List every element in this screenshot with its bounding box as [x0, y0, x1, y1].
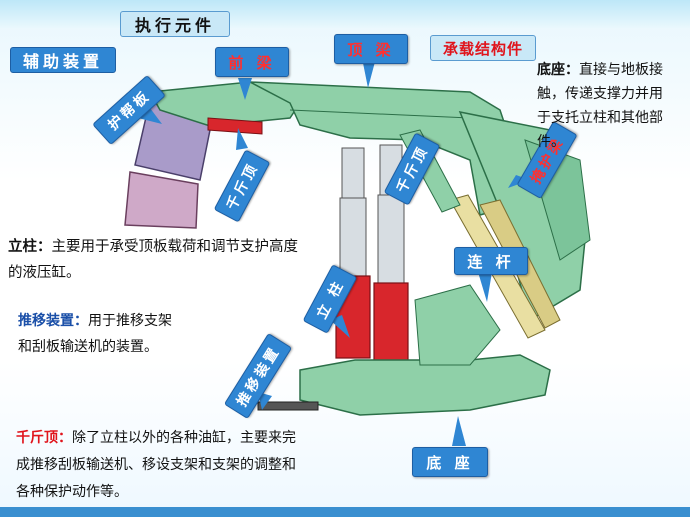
column-left-rod [339, 197, 367, 279]
base [299, 354, 551, 416]
top-beam [249, 81, 521, 216]
top-beam-edge [289, 109, 471, 119]
heading-support: 承载结构件 [430, 35, 536, 61]
desc-jack-title: 千斤顶： [16, 430, 72, 446]
pointer-connecting-rod [478, 272, 492, 302]
desc-column: 立柱：主要用于承受顶板载荷和调节支护高度的液压缸。 [8, 234, 300, 286]
label-front-beam: 前 梁 [215, 47, 289, 77]
desc-base-text: 直接与地板接触，传递支撑力并用于支托立柱和其他部件。 [537, 62, 663, 150]
front-jack [207, 117, 263, 135]
heading-aux: 辅助装置 [10, 47, 116, 73]
heading-exec: 执行元件 [120, 11, 230, 37]
column-left-rod-top [341, 147, 365, 201]
desc-column-text: 主要用于承受顶板载荷和调节支护高度的液压缸。 [8, 239, 298, 281]
label-top-beam: 顶 梁 [334, 34, 408, 64]
pointer-top-beam [362, 58, 376, 88]
column-right-cylinder [373, 282, 409, 362]
desc-push-title: 推移装置： [18, 313, 88, 329]
push-bar [257, 401, 319, 411]
base-bracket [414, 284, 501, 366]
desc-column-title: 立柱： [8, 238, 52, 255]
label-connecting-rod: 连 杆 [454, 247, 528, 275]
pointer-base [452, 416, 466, 446]
desc-push-text: 用于推移支架和刮板输送机的装置。 [18, 313, 172, 355]
pointer-guard-plate [138, 108, 162, 124]
guard-plate-lower [124, 171, 199, 229]
column-right-rod [377, 194, 405, 286]
desc-push-device: 推移装置：用于推移支架和刮板输送机的装置。 [18, 308, 180, 360]
desc-base: 底座：直接与地板接触，传递支撑力并用于支托立柱和其他部件。 [537, 58, 665, 154]
pointer-front-beam [238, 78, 252, 100]
desc-jack: 千斤顶：除了立柱以外的各种油缸，主要来完成推移刮板输送机、移设支架和支架的调整和… [16, 425, 306, 506]
desc-base-title: 底座： [537, 62, 579, 78]
pointer-front-jack [236, 128, 248, 150]
label-base: 底 座 [412, 447, 488, 477]
pointer-column [330, 315, 350, 338]
desc-jack-text: 除了立柱以外的各种油缸，主要来完成推移刮板输送机、移设支架和支架的调整和各种保护… [16, 430, 296, 500]
